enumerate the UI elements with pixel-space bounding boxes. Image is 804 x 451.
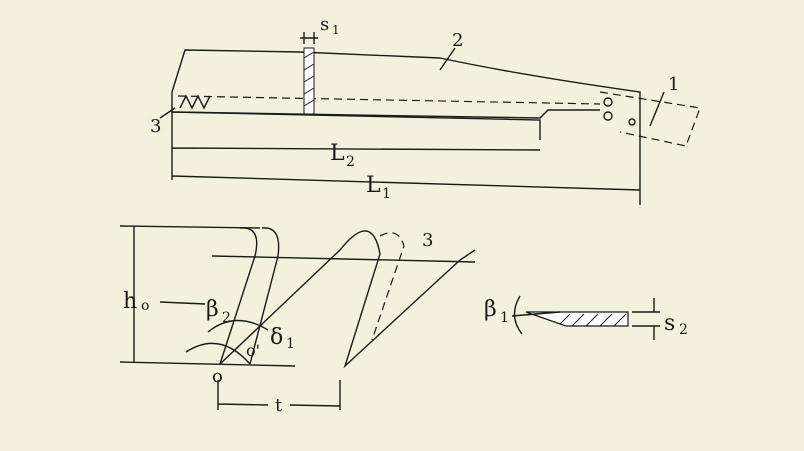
label-s1: s (320, 14, 329, 35)
label-part-3-bottom: 3 (422, 230, 433, 251)
label-L2: L (330, 141, 345, 166)
label-beta2: β (206, 297, 219, 322)
label-L1-sub: 1 (382, 186, 391, 202)
label-part-1: 1 (668, 74, 679, 95)
label-o-prime: o' (246, 341, 260, 360)
label-beta2-sub: 2 (222, 310, 231, 326)
label-o: o (212, 366, 223, 387)
label-part-3-top: 3 (150, 116, 161, 137)
blade-cross-section (511, 295, 660, 340)
knife-side-view (159, 32, 701, 205)
label-delta1: δ (270, 325, 283, 350)
label-s2-sub: 2 (679, 322, 688, 338)
label-L2-sub: 2 (346, 154, 355, 170)
label-s1-sub: 1 (332, 23, 340, 37)
label-h0: h (123, 289, 137, 314)
label-L1: L (366, 173, 381, 198)
label-s2: s (664, 311, 675, 336)
label-h0-sub: o (141, 298, 149, 314)
label-beta1-sub: 1 (500, 310, 509, 326)
label-beta1: β (484, 297, 497, 322)
label-delta1-sub: 1 (286, 336, 295, 352)
label-part-2: 2 (452, 30, 463, 51)
tooth-geometry-view (119, 225, 476, 410)
label-t: t (275, 395, 283, 416)
